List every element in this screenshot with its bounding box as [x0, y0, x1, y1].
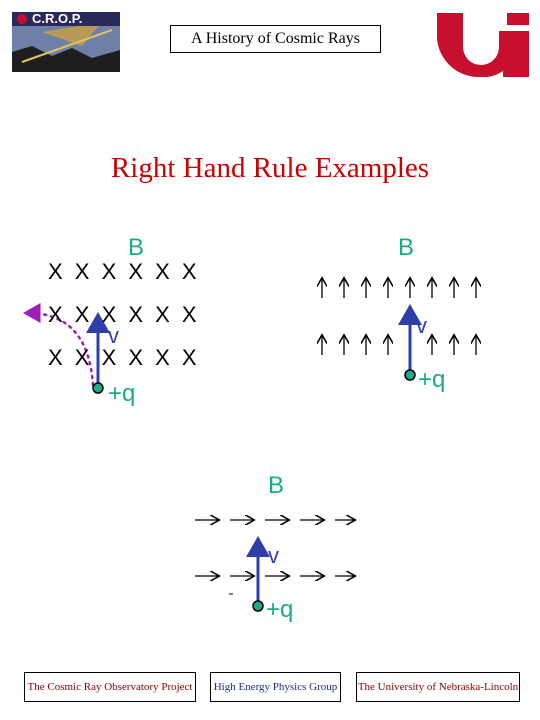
- footer-left-text: The Cosmic Ray Observatory Project: [27, 681, 193, 693]
- footer-middle: High Energy Physics Group: [210, 672, 341, 702]
- velocity-label-1: v: [108, 323, 119, 348]
- charge-label-1: +q: [108, 380, 136, 407]
- header-title-box: A History of Cosmic Rays: [170, 25, 381, 53]
- diagram-canvas: [23, 0, 540, 612]
- footer-right: The University of Nebraska-Lincoln: [356, 672, 520, 702]
- unl-logo: [437, 13, 529, 78]
- header-title: A History of Cosmic Rays: [191, 30, 360, 47]
- velocity-label-2: v: [416, 313, 427, 338]
- field-arrows-right: [195, 520, 354, 576]
- charge-label-3: +q: [266, 596, 294, 623]
- field-arrows-up: [322, 279, 476, 355]
- crop-logo: C.R.O.P.: [12, 11, 120, 72]
- footer-middle-text: High Energy Physics Group: [213, 681, 338, 693]
- charge-dot-3: [252, 600, 264, 612]
- field-label-2: B: [398, 234, 415, 261]
- velocity-label-3: v: [268, 543, 279, 568]
- field-label-1: B: [128, 234, 145, 261]
- crop-logo-text: C.R.O.P.: [32, 11, 83, 26]
- charge-dot-2: [404, 369, 416, 381]
- crop-logo-graphic: [12, 12, 120, 72]
- into-page-row-3: X X X X X X: [48, 345, 197, 370]
- slide-title: Right Hand Rule Examples: [110, 152, 430, 184]
- footer-left: The Cosmic Ray Observatory Project: [24, 672, 196, 702]
- charge-dot-1: [92, 382, 104, 394]
- unl-logo-graphic: [437, 13, 529, 78]
- field-label-3: B: [268, 472, 285, 499]
- footer-right-text: The University of Nebraska-Lincoln: [357, 681, 519, 693]
- into-page-row-1: X X X X X X: [48, 259, 197, 284]
- trajectory-path-1: [23, 303, 95, 387]
- into-page-row-2: X X X X X X: [48, 302, 197, 327]
- charge-label-2: +q: [418, 366, 446, 393]
